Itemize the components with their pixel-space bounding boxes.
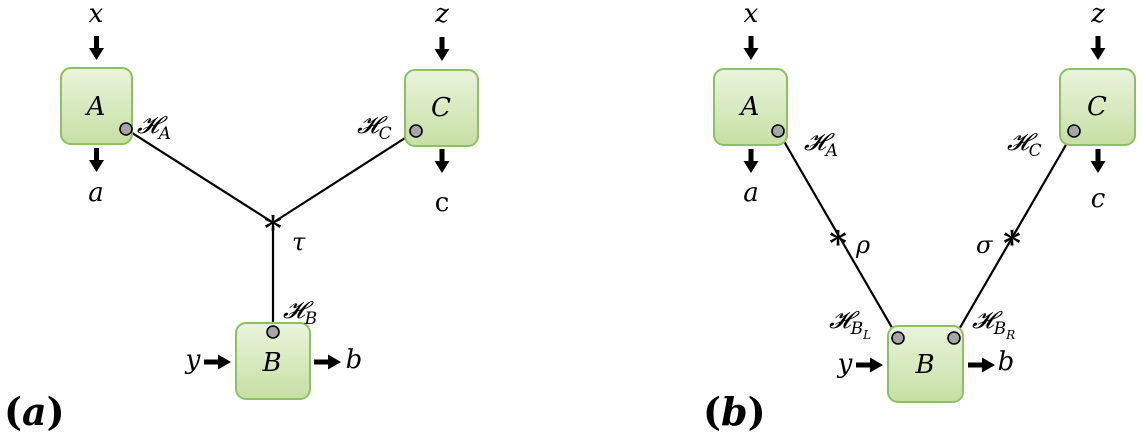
box-A-label: A	[85, 92, 106, 122]
box-C-label: C	[1087, 92, 1107, 122]
box-A: A	[713, 68, 788, 146]
wire-C-to-BR	[953, 130, 1075, 339]
input-y-arrow	[204, 354, 231, 370]
panel-a-caption: (a)	[4, 389, 65, 434]
state-rho-label: ρ	[855, 231, 870, 259]
input-z-arrow	[1090, 36, 1106, 60]
input-y-label: y	[837, 349, 853, 379]
port-HC-node	[409, 124, 423, 138]
port-HC-label: 𝓗C	[1007, 128, 1042, 161]
port-HBR-node	[947, 331, 961, 345]
output-b-label: b	[998, 347, 1015, 377]
input-y-label: y	[185, 345, 201, 375]
state-sigma-label: σ	[976, 231, 993, 259]
input-z-label: z	[434, 0, 449, 29]
output-b-label: b	[346, 345, 363, 375]
box-B: B	[235, 322, 311, 400]
box-B-label: B	[914, 350, 934, 380]
output-b-arrow	[314, 354, 341, 370]
state-star-sigma: *	[1003, 224, 1021, 264]
wire-A-to-BL	[777, 130, 899, 339]
port-HA-label: 𝓗A	[137, 111, 171, 144]
port-HB-node	[266, 325, 280, 339]
panel-b-caption: (b)	[703, 389, 766, 434]
input-z-arrow	[434, 37, 450, 61]
input-x-label: x	[744, 0, 759, 29]
box-C: C	[1059, 68, 1136, 146]
output-c-label: c	[1091, 184, 1106, 214]
wire-A-to-tau	[125, 128, 273, 223]
output-a-arrow	[89, 148, 104, 172]
output-a-label: a	[88, 178, 104, 208]
output-c-arrow	[434, 149, 450, 173]
box-C: C	[404, 69, 479, 147]
port-HA-label: 𝓗A	[804, 128, 838, 161]
input-x-label: x	[89, 0, 104, 29]
port-HC-label: 𝓗C	[357, 111, 392, 144]
port-HC-node	[1067, 124, 1081, 138]
output-c-label: c	[435, 188, 450, 218]
box-B-label: B	[261, 348, 281, 378]
state-star-rho: *	[829, 224, 847, 264]
port-HBL-label: 𝓗BL	[829, 306, 871, 342]
output-c-arrow	[1090, 149, 1106, 173]
input-x-arrow	[743, 36, 759, 60]
output-a-label: a	[743, 178, 759, 208]
input-x-arrow	[89, 36, 104, 60]
output-b-arrow	[968, 357, 995, 373]
box-A: A	[60, 67, 133, 145]
port-HBR-label: 𝓗BR	[972, 306, 1015, 342]
panel-b: A C B 𝓗A 𝓗C 𝓗BL 𝓗BR * ρ	[703, 0, 1136, 434]
port-HA-node	[771, 124, 785, 138]
port-HA-node	[119, 122, 133, 136]
output-a-arrow	[743, 149, 759, 173]
state-star: *	[264, 209, 282, 249]
box-C-label: C	[431, 93, 451, 123]
input-z-label: z	[1090, 0, 1105, 29]
wire-C-to-tau	[273, 130, 417, 223]
box-B: B	[887, 325, 964, 403]
box-A-label: A	[739, 92, 760, 122]
input-y-arrow	[856, 357, 883, 373]
port-HBL-node	[891, 331, 905, 345]
panel-a: A C B 𝓗A 𝓗C 𝓗B * τ x	[4, 0, 479, 434]
state-tau-label: τ	[292, 228, 306, 256]
